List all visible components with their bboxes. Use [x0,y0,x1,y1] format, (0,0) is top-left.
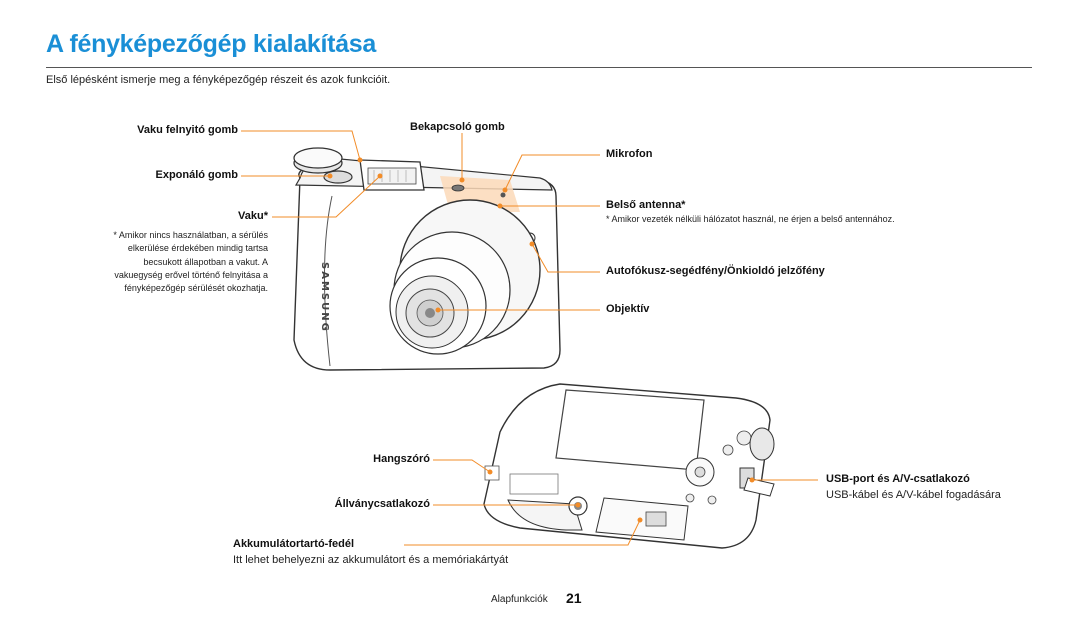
label-battery-cover: Akkumulátortartó-fedél [233,538,355,550]
label-usb-port: USB-port és A/V-csatlakozó [826,473,970,485]
front-callout-lines [241,130,600,311]
flash-note: * Amikor nincs használatban, a sérülés e… [113,230,268,294]
antenna-note: * Amikor vezeték nélküli hálózatot haszn… [606,214,895,224]
label-internal-antenna: Belső antenna* [606,199,686,211]
footer-section-name: Alapfunkciók [491,594,548,605]
title-divider [46,67,1032,68]
front-callout-dots [327,157,535,313]
label-power-button: Bekapcsoló gomb [410,121,505,133]
label-tripod-mount: Állványcsatlakozó [334,498,430,510]
label-flash-popup-button: Vaku felnyitó gomb [137,124,238,136]
label-lens: Objektív [606,303,650,315]
label-microphone: Mikrofon [606,148,653,160]
usb-port-description: USB-kábel és A/V-kábel fogadására [826,489,1001,501]
label-af-lamp: Autofókusz-segédfény/Önkioldó jelzőfény [606,265,825,277]
bottom-callout-dots [487,469,755,523]
page-title: A fényképezőgép kialakítása [46,30,377,58]
bottom-callout-lines [404,459,818,546]
battery-cover-description: Itt lehet behelyezni az akkumulátort és … [233,554,509,566]
brand-logo: SAMSUNG [319,262,330,333]
label-shutter-button: Exponáló gomb [155,169,239,181]
camera-front-image [293,147,561,371]
label-speaker: Hangszóró [373,453,430,465]
page-number: 21 [566,590,582,606]
intro-text: Első lépésként ismerje meg a fényképezőg… [46,74,391,86]
camera-bottom-image [483,383,775,549]
label-flash: Vaku* [238,210,268,222]
